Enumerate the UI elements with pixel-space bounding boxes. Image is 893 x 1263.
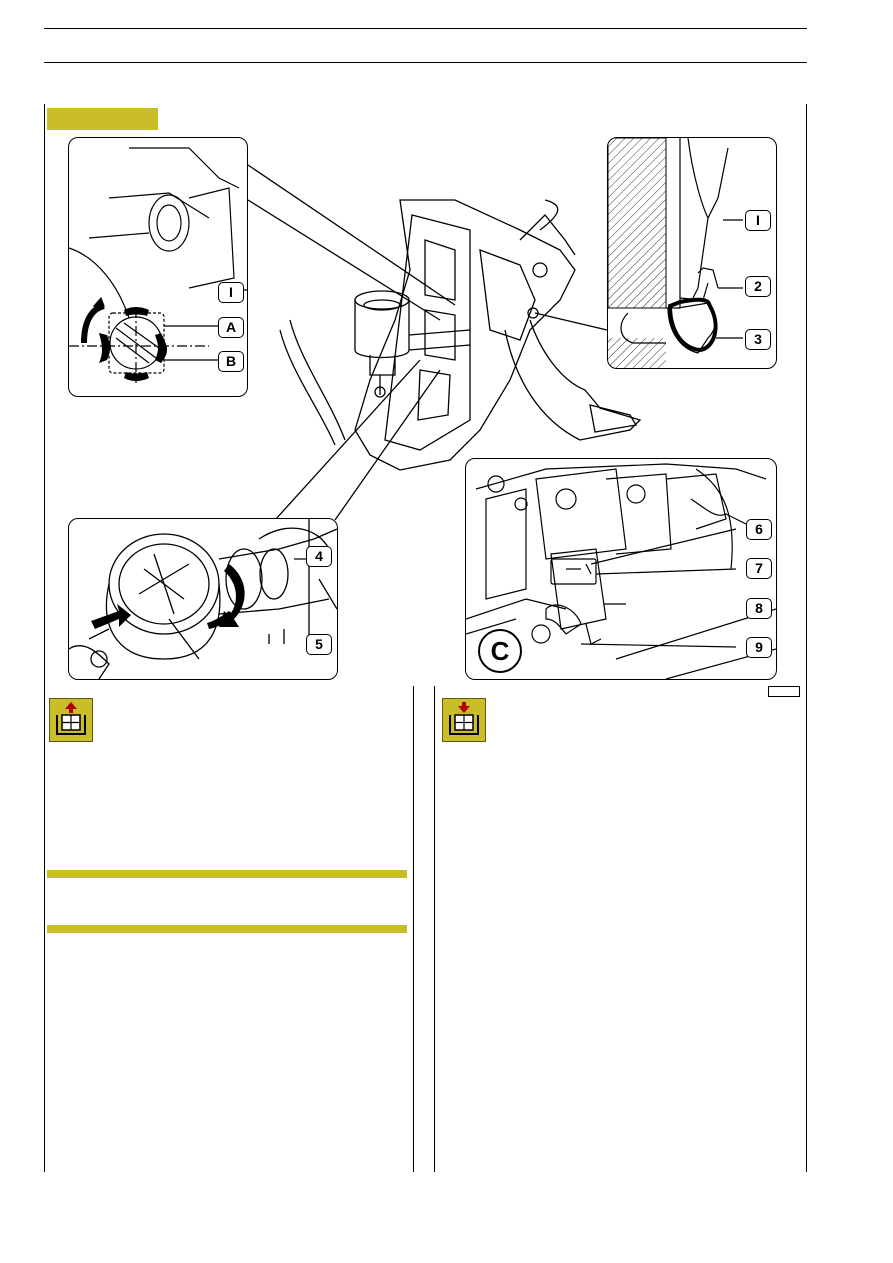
- bushing-detail-drawing: [69, 147, 247, 383]
- frame-right-rule: [806, 104, 807, 1172]
- pedal-assembly-illustration: [247, 164, 642, 521]
- note-bar-bottom: [47, 925, 407, 933]
- callout-9: 9: [746, 637, 772, 658]
- detail-panel-bottom-right: C 6 7 8 9: [465, 458, 777, 680]
- frame-left-rule: [44, 104, 45, 1172]
- callout-I-top-left: I: [218, 282, 244, 303]
- callout-A: A: [218, 317, 244, 338]
- callout-2: 2: [745, 276, 771, 297]
- clip-detail-drawing: [608, 138, 743, 368]
- header-rule-bottom: [44, 62, 807, 63]
- view-letter-C: C: [478, 629, 522, 673]
- removal-icon-glyph: [56, 702, 86, 735]
- removal-icon: [49, 698, 93, 742]
- cylinder-rotation-drawing: [69, 519, 337, 679]
- refitting-icon: [442, 698, 486, 742]
- detail-panel-bottom-left: 4 5: [68, 518, 338, 680]
- callout-4: 4: [306, 546, 332, 567]
- header-rule-top: [44, 28, 807, 29]
- callout-B: B: [218, 351, 244, 372]
- detail-panel-top-right: I 2 3: [607, 137, 777, 369]
- callout-I-top-right: I: [745, 210, 771, 231]
- callout-5: 5: [306, 634, 332, 655]
- column-divider-left: [413, 686, 414, 1172]
- callout-6: 6: [746, 519, 772, 540]
- detail-panel-top-left: I A B: [68, 137, 248, 397]
- column-divider-right: [434, 686, 435, 1172]
- callout-7: 7: [746, 558, 772, 579]
- callout-3: 3: [745, 329, 771, 350]
- callout-8: 8: [746, 598, 772, 619]
- figure-number-tag: [47, 108, 158, 130]
- note-bar-top: [47, 870, 407, 878]
- refitting-icon-glyph: [449, 702, 479, 735]
- reference-code-box: [768, 686, 800, 697]
